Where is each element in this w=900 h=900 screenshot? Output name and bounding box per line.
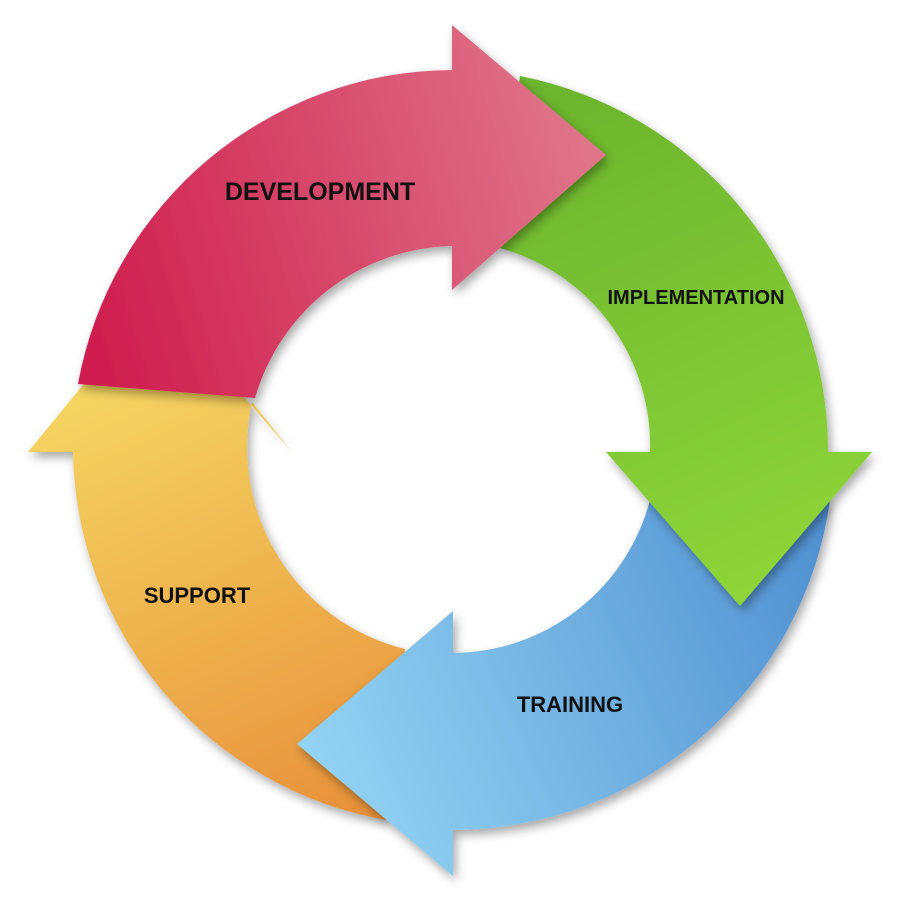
implementation-arrow	[500, 76, 872, 606]
support-arrow	[28, 296, 405, 820]
development-arrow	[78, 25, 606, 398]
training-label: TRAINING	[517, 692, 623, 717]
support-label: SUPPORT	[144, 583, 251, 608]
development-label: DEVELOPMENT	[225, 178, 415, 206]
implementation-label: IMPLEMENTATION	[607, 287, 784, 309]
training-arrow	[297, 500, 830, 876]
